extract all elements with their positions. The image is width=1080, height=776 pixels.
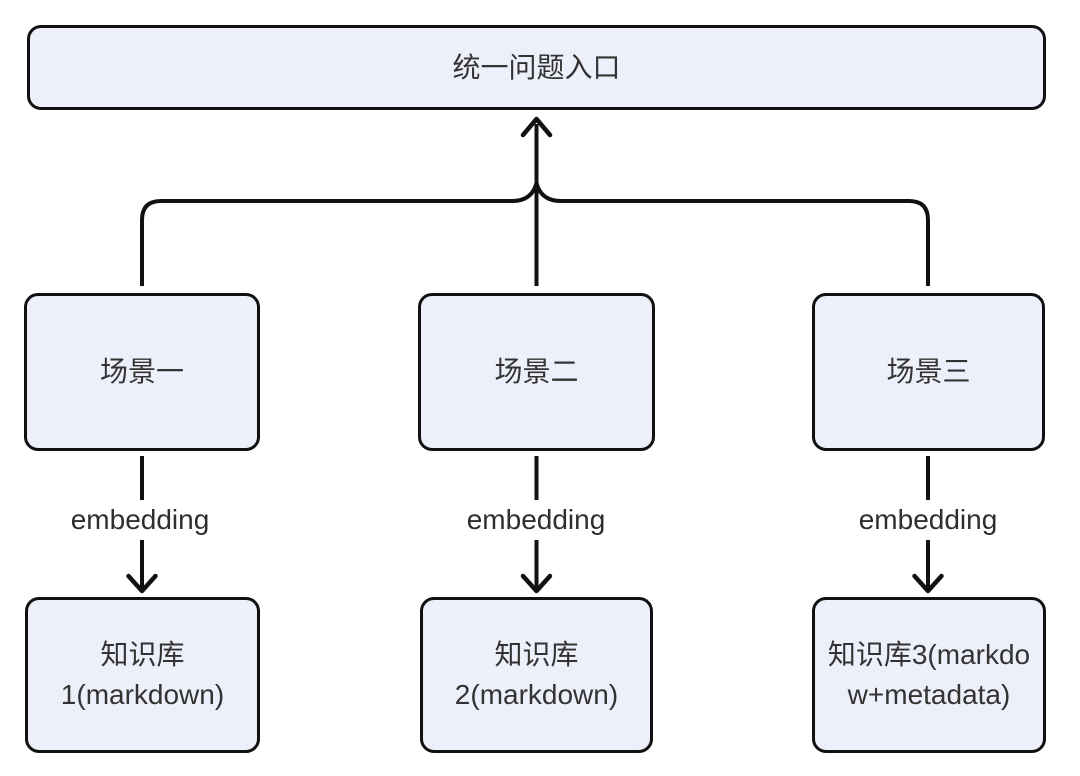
node-knowledge-base-2: 知识库 2(markdown) bbox=[420, 597, 653, 753]
node-entry: 统一问题入口 bbox=[27, 25, 1046, 110]
node-knowledge-base-3: 知识库3(markdo w+metadata) bbox=[812, 597, 1046, 753]
edge-label-embedding-3: embedding bbox=[848, 500, 1008, 540]
arrowhead-down-icon bbox=[912, 573, 944, 594]
arrowhead-up-icon bbox=[520, 116, 553, 138]
edge-scene3-to-entry bbox=[534, 182, 930, 286]
arrowhead-down-icon bbox=[126, 573, 158, 594]
node-scene-1: 场景一 bbox=[24, 293, 260, 451]
node-scene-3: 场景三 bbox=[812, 293, 1045, 451]
edge-label-embedding-1: embedding bbox=[60, 500, 220, 540]
edge-label-embedding-2: embedding bbox=[456, 500, 616, 540]
arrowhead-down-icon bbox=[520, 573, 553, 594]
node-knowledge-base-1: 知识库 1(markdown) bbox=[25, 597, 260, 753]
node-scene-2: 场景二 bbox=[418, 293, 655, 451]
edge-scene1-to-entry bbox=[140, 182, 539, 286]
